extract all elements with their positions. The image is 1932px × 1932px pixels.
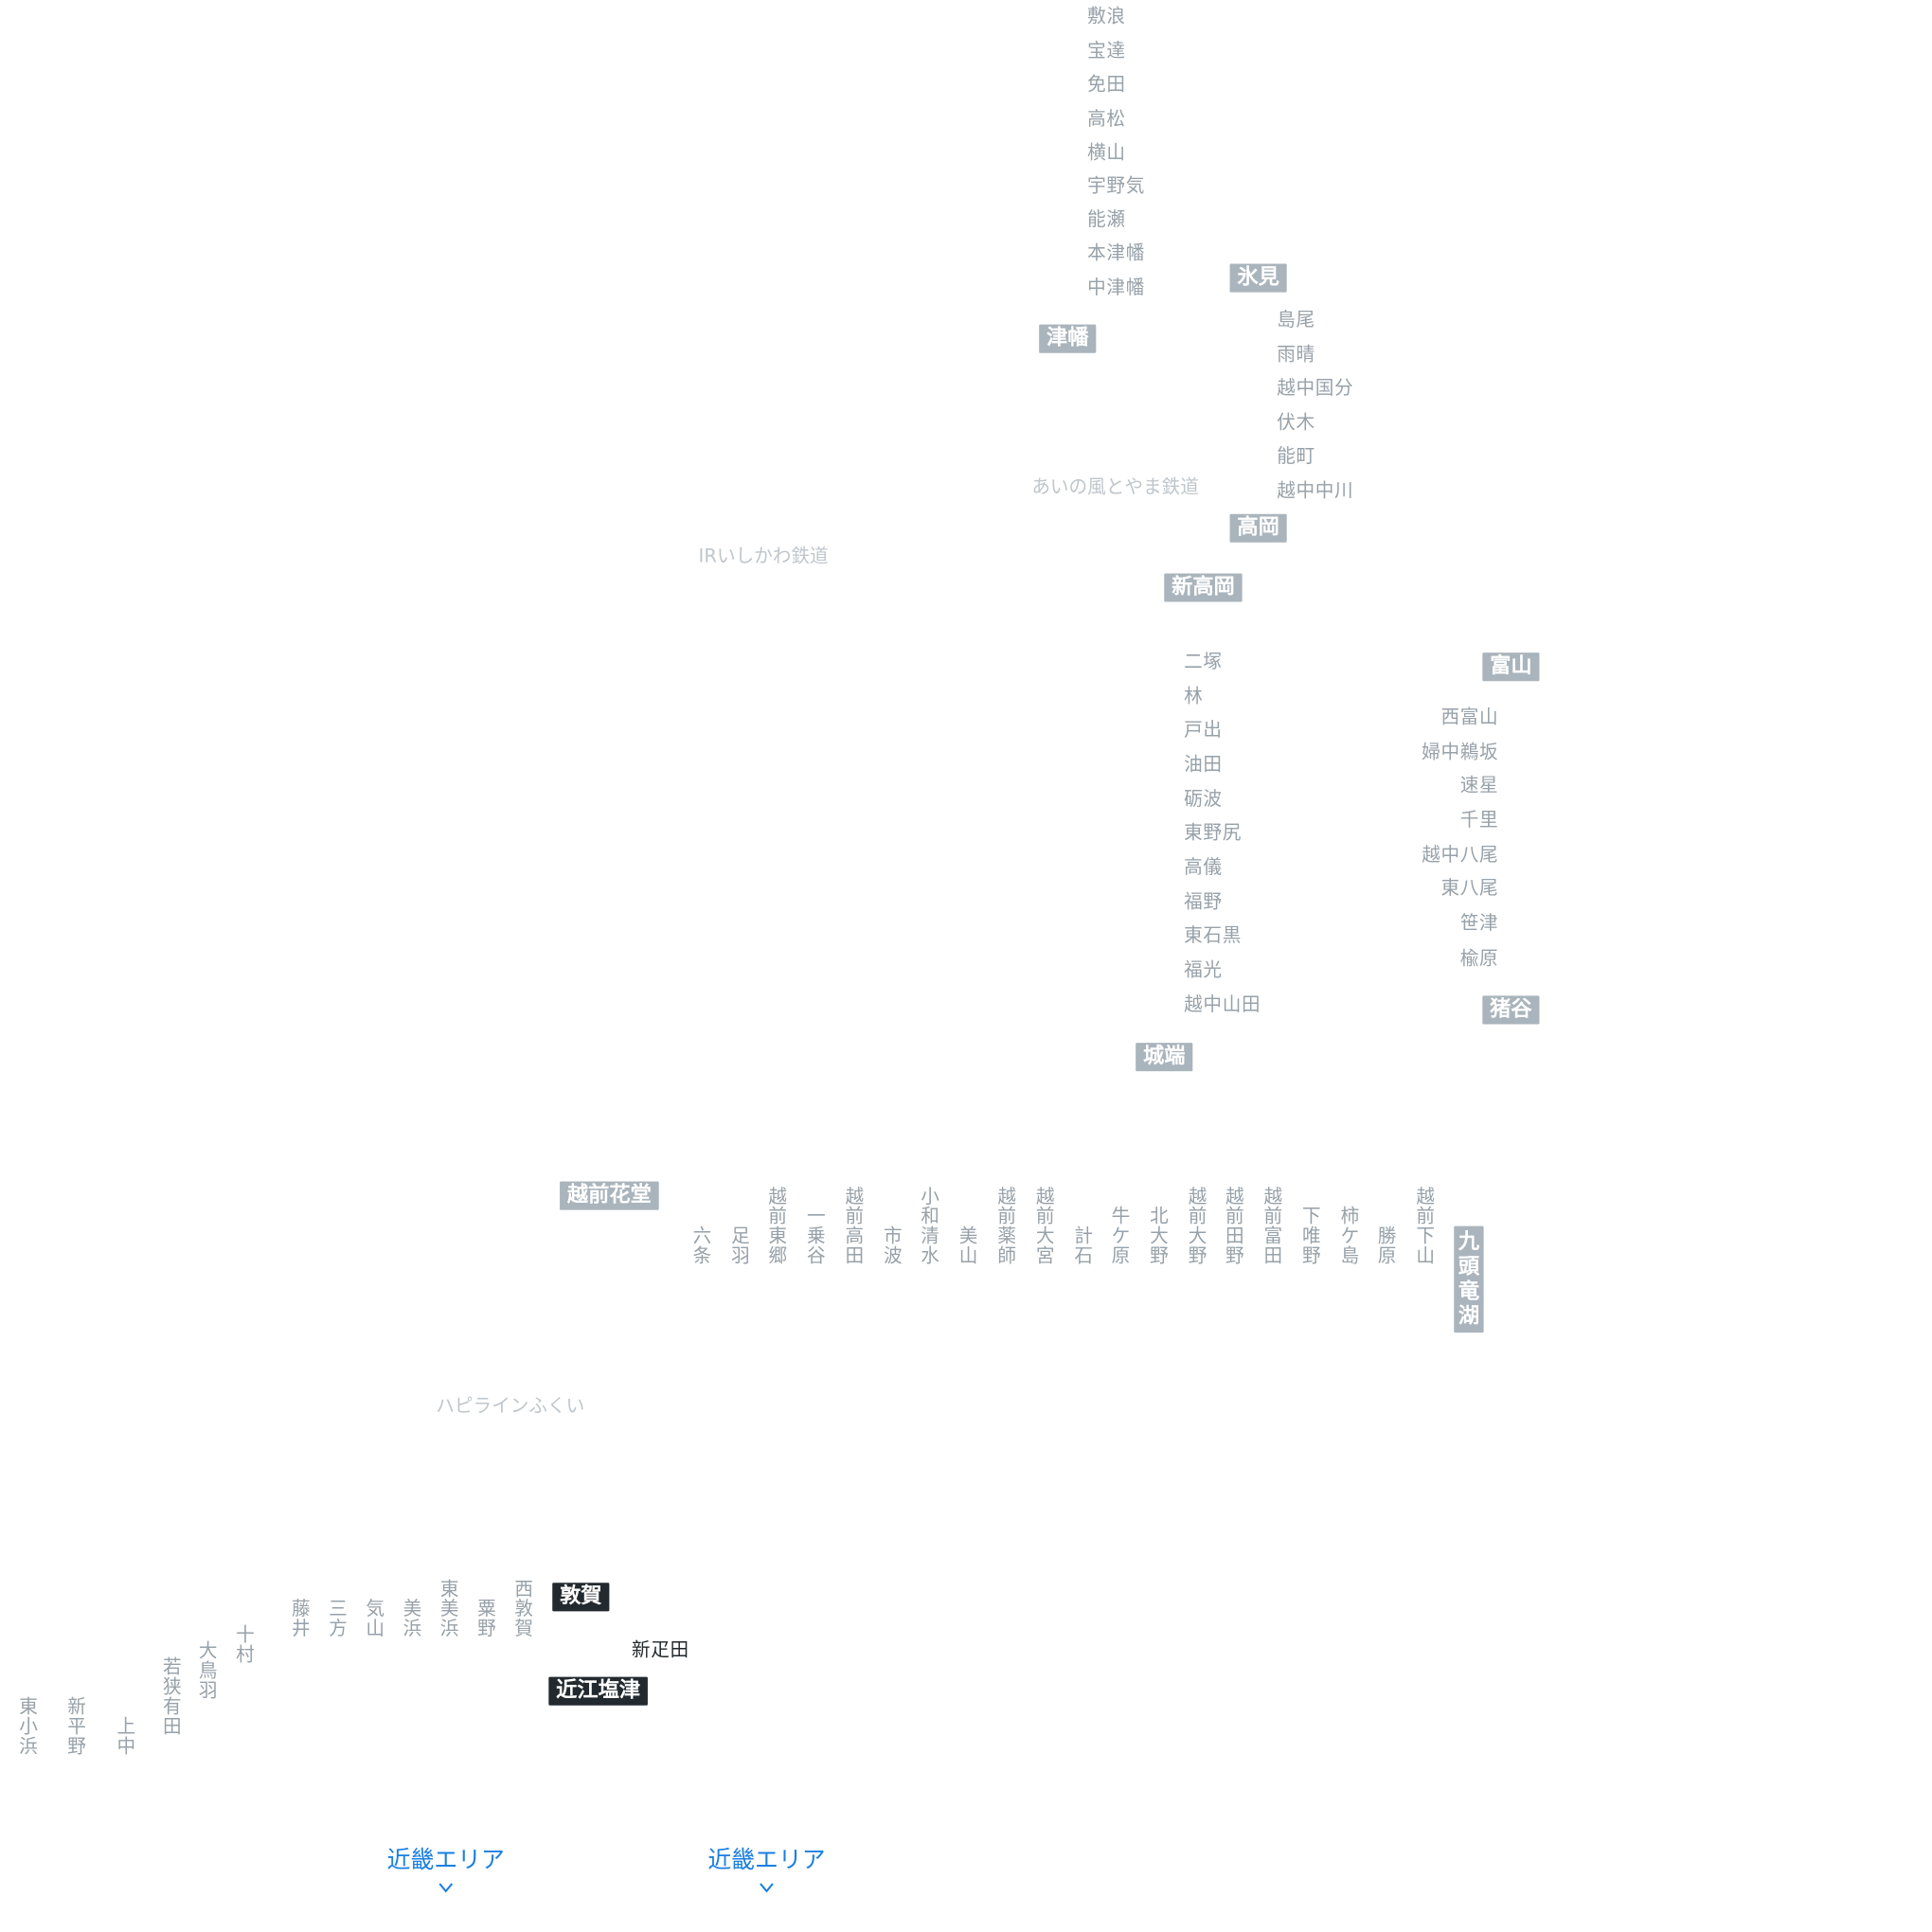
hub-toyama[interactable]: 富山 xyxy=(1482,653,1540,682)
chevron-down-icon xyxy=(438,1883,454,1893)
hub-tsubata[interactable]: 津幡 xyxy=(1039,324,1097,353)
station-higashi-obama[interactable]: 東小浜 xyxy=(19,1695,38,1758)
station-wakasa-arita[interactable]: 若狭有田 xyxy=(162,1655,182,1738)
station-shimao[interactable]: 島尾 xyxy=(1277,308,1315,331)
station-toide[interactable]: 戸出 xyxy=(1184,718,1223,742)
station-shikinami[interactable]: 敷浪 xyxy=(1087,5,1126,27)
station-etchu-kokubu[interactable]: 越中国分 xyxy=(1277,376,1354,400)
station-etchu-nakagawa[interactable]: 越中中川 xyxy=(1277,479,1354,502)
kinki-area-link-1[interactable]: 近畿エリア xyxy=(371,1842,520,1895)
station-fukumitsu[interactable]: 福光 xyxy=(1184,958,1223,981)
station-echizen-omiya[interactable]: 越前大宮 xyxy=(1035,1185,1055,1267)
station-nireno[interactable]: 楡原 xyxy=(1459,947,1499,970)
station-higashi-ishiguro[interactable]: 東石黒 xyxy=(1184,923,1242,947)
station-takagi[interactable]: 高儀 xyxy=(1184,855,1223,879)
station-echizen-tano[interactable]: 越前田野 xyxy=(1225,1185,1244,1267)
station-higashi-nojiri[interactable]: 東野尻 xyxy=(1184,821,1242,844)
station-tonami[interactable]: 砺波 xyxy=(1184,787,1223,811)
hub-himi[interactable]: 氷見 xyxy=(1229,263,1287,293)
station-mikata[interactable]: 三方 xyxy=(329,1597,348,1640)
station-echizen-ono[interactable]: 越前大野 xyxy=(1188,1185,1208,1267)
station-echizen-shimoyama[interactable]: 越前下山 xyxy=(1416,1185,1435,1267)
station-yokoyama[interactable]: 横山 xyxy=(1087,141,1126,164)
kinki-area-label-2: 近畿エリア xyxy=(707,1846,826,1874)
station-nakatsubata[interactable]: 中津幡 xyxy=(1087,276,1145,299)
station-nishi-toyama[interactable]: 西富山 xyxy=(1440,706,1499,728)
station-hakariishi[interactable]: 計石 xyxy=(1074,1225,1094,1267)
station-ichinami[interactable]: 市波 xyxy=(884,1225,903,1267)
chevron-down-icon xyxy=(760,1883,774,1893)
hub-inotani[interactable]: 猪谷 xyxy=(1482,995,1540,1025)
station-kita-ono[interactable]: 北大野 xyxy=(1150,1205,1169,1267)
station-tomura[interactable]: 十村 xyxy=(236,1623,255,1666)
hub-tsuruga[interactable]: 敦賀 xyxy=(552,1583,610,1612)
station-echizen-takada[interactable]: 越前高田 xyxy=(845,1185,865,1267)
station-etchu-yamada[interactable]: 越中山田 xyxy=(1184,993,1261,1016)
station-menden[interactable]: 免田 xyxy=(1087,73,1126,96)
station-chisato[interactable]: 千里 xyxy=(1459,808,1499,832)
station-unoke[interactable]: 宇野気 xyxy=(1087,174,1145,197)
station-higashi-mihama[interactable]: 東美浜 xyxy=(439,1578,459,1640)
station-aburaden[interactable]: 油田 xyxy=(1184,753,1223,776)
station-echizen-yakushi[interactable]: 越前薬師 xyxy=(997,1185,1016,1267)
station-kakigashima[interactable]: 柿ケ島 xyxy=(1340,1205,1360,1267)
station-funyu-usaka[interactable]: 婦中鵜坂 xyxy=(1422,741,1499,763)
station-ichijodani[interactable]: 一乗谷 xyxy=(806,1205,826,1267)
station-fujii[interactable]: 藤井 xyxy=(291,1597,311,1640)
station-fushiki[interactable]: 伏木 xyxy=(1277,411,1315,434)
station-otoba[interactable]: 大鳥羽 xyxy=(198,1639,218,1702)
line-label-hapiline: ハピラインふくい xyxy=(436,1394,585,1418)
station-ushigahara[interactable]: 牛ケ原 xyxy=(1111,1205,1131,1267)
station-nose[interactable]: 能瀬 xyxy=(1087,207,1126,231)
station-mihama[interactable]: 美浜 xyxy=(402,1597,422,1640)
station-houdatsu[interactable]: 宝達 xyxy=(1087,39,1126,63)
station-echizen-togo[interactable]: 越前東郷 xyxy=(768,1185,788,1267)
kinki-area-label-1: 近畿エリア xyxy=(386,1846,505,1874)
station-shin-hikida[interactable]: 新疋田 xyxy=(631,1638,689,1661)
line-label-ai-no-kaze: あいの風とやま鉄道 xyxy=(1031,475,1199,498)
station-echizen-tomida[interactable]: 越前富田 xyxy=(1263,1185,1283,1267)
station-kadohara[interactable]: 勝原 xyxy=(1377,1225,1397,1267)
station-etchu-yatsuo[interactable]: 越中八尾 xyxy=(1422,843,1499,867)
station-higashi-yatsuo[interactable]: 東八尾 xyxy=(1440,876,1499,900)
station-kaminaka[interactable]: 上中 xyxy=(116,1715,136,1758)
station-rokujo[interactable]: 六条 xyxy=(692,1225,712,1267)
hub-omi-shiotsu[interactable]: 近江塩津 xyxy=(548,1676,648,1706)
hub-kuzuryuko[interactable]: 九頭竜湖 xyxy=(1454,1225,1484,1333)
station-asuwa[interactable]: 足羽 xyxy=(731,1225,750,1267)
hub-takaoka[interactable]: 高岡 xyxy=(1229,513,1287,543)
station-kiyama[interactable]: 気山 xyxy=(366,1597,385,1640)
hub-johana[interactable]: 城端 xyxy=(1136,1043,1193,1072)
station-hontsubata[interactable]: 本津幡 xyxy=(1087,242,1145,264)
hub-shin-takaoka[interactable]: 新高岡 xyxy=(1164,573,1243,602)
station-shin-hirano[interactable]: 新平野 xyxy=(67,1695,86,1758)
station-futatsuka[interactable]: 二塚 xyxy=(1184,650,1223,673)
station-sasazu[interactable]: 笹津 xyxy=(1459,911,1499,935)
station-fukuno[interactable]: 福野 xyxy=(1184,890,1223,913)
station-takamatsu[interactable]: 高松 xyxy=(1087,107,1126,131)
station-shimo-yuino[interactable]: 下唯野 xyxy=(1302,1205,1321,1267)
station-nomachi[interactable]: 能町 xyxy=(1277,444,1315,468)
station-hayahoshi[interactable]: 速星 xyxy=(1459,774,1499,796)
hub-echizen-hanando[interactable]: 越前花堂 xyxy=(560,1181,659,1210)
station-nishi-tsuruga[interactable]: 西敦賀 xyxy=(514,1578,533,1640)
station-amaharashi[interactable]: 雨晴 xyxy=(1277,343,1315,366)
station-awano[interactable]: 粟野 xyxy=(477,1597,496,1640)
kinki-area-link-2[interactable]: 近畿エリア xyxy=(692,1842,841,1895)
line-label-ir-ishikawa: IRいしかわ鉄道 xyxy=(698,545,829,567)
station-kowashozu[interactable]: 小和清水 xyxy=(921,1185,939,1267)
station-miyama[interactable]: 美山 xyxy=(958,1225,978,1267)
station-hayashi[interactable]: 林 xyxy=(1184,685,1204,707)
